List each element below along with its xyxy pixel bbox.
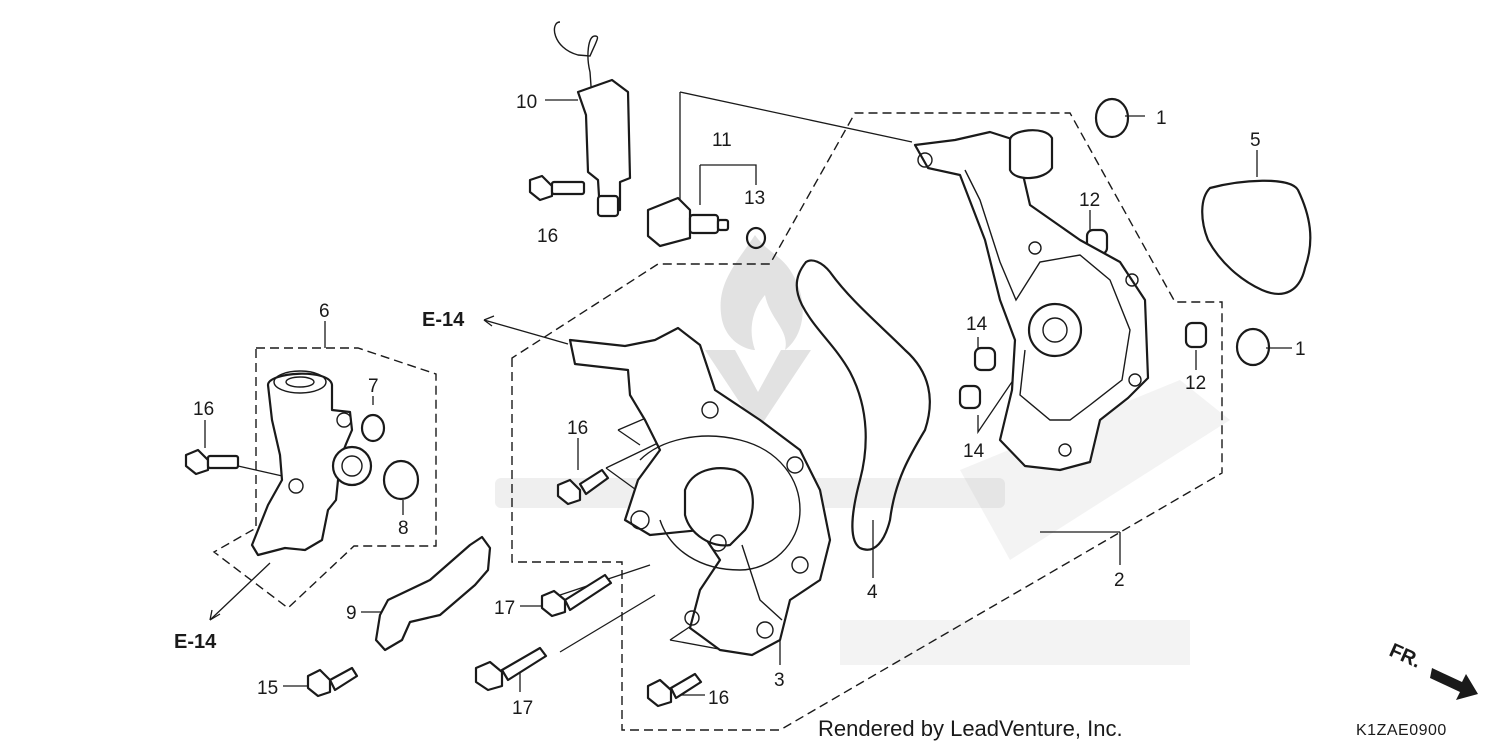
part-16-bolt-left: [184, 448, 240, 476]
callout-16: 16: [708, 688, 729, 709]
part-16-bolt-middle: [556, 468, 610, 506]
diagram-code: K1ZAE0900: [1356, 722, 1447, 739]
part-8-oring: [382, 459, 420, 501]
callout-1: 1: [1156, 108, 1167, 129]
callout-12: 12: [1079, 190, 1100, 211]
part-15-bolt: [306, 666, 359, 698]
part-6-housing: [250, 370, 373, 557]
callout-11: 11: [712, 130, 732, 151]
watermark-flame-icon: [720, 235, 803, 350]
part-14-dowel-upper: [973, 346, 997, 372]
ref-arrow-bottom: [209, 609, 221, 621]
part-13-washer: [745, 226, 767, 250]
ref-label-e14-bottom: E-14: [174, 631, 217, 653]
part-1-oring-right: [1235, 327, 1271, 367]
ref-arrow-top: [483, 315, 495, 327]
fr-arrow-icon: [1430, 668, 1478, 700]
part-1-oring-top: [1094, 97, 1130, 139]
callout-9: 9: [346, 603, 357, 624]
part-17-bolt-lower: [474, 646, 548, 692]
callout-numbers: 1 1 2 3 4 5 6 7 8 9 10 11 12 12 13 14 14…: [193, 92, 1306, 719]
part-9-stay: [374, 535, 492, 652]
watermark-chevron-icon: [705, 350, 811, 430]
callout-10: 10: [516, 92, 537, 113]
part-14-dowel-lower: [958, 384, 982, 410]
callout-7: 7: [368, 376, 379, 397]
part-3-cover: [568, 326, 832, 657]
part-12-dowel-right: [1184, 321, 1208, 349]
callout-5: 5: [1250, 130, 1261, 151]
part-2-pump-body: [913, 129, 1150, 472]
callout-2: 2: [1114, 570, 1125, 591]
callout-17: 17: [494, 598, 515, 619]
assembly-boundaries: [212, 112, 1223, 731]
part-10-bracket: [553, 21, 632, 218]
callout-16: 16: [537, 226, 558, 247]
callout-3: 3: [774, 670, 785, 691]
callout-16: 16: [193, 399, 214, 420]
part-17-bolt-upper: [540, 573, 613, 618]
callout-14: 14: [966, 314, 988, 335]
part-16-bolt-top: [528, 174, 586, 202]
part-11-sensor: [646, 196, 730, 248]
dotted-shading: [840, 380, 1230, 665]
callout-16: 16: [567, 418, 588, 439]
fr-direction-label: FR.: [1386, 639, 1424, 672]
part-16-bolt-bottom: [646, 672, 703, 708]
callout-12: 12: [1185, 373, 1206, 394]
part-4-gasket: [795, 259, 931, 551]
callout-6: 6: [319, 301, 330, 322]
callout-1: 1: [1295, 339, 1306, 360]
callout-17: 17: [512, 698, 533, 719]
footer-credit: Rendered by LeadVenture, Inc.: [818, 716, 1123, 741]
part-7-oring: [360, 413, 386, 443]
ref-label-e14-top: E-14: [422, 309, 465, 331]
callout-14: 14: [963, 441, 985, 462]
callout-13: 13: [744, 188, 765, 209]
part-5-gasket: [1201, 179, 1312, 295]
callout-4: 4: [867, 582, 878, 603]
callout-8: 8: [398, 518, 409, 539]
callout-15: 15: [257, 678, 278, 699]
